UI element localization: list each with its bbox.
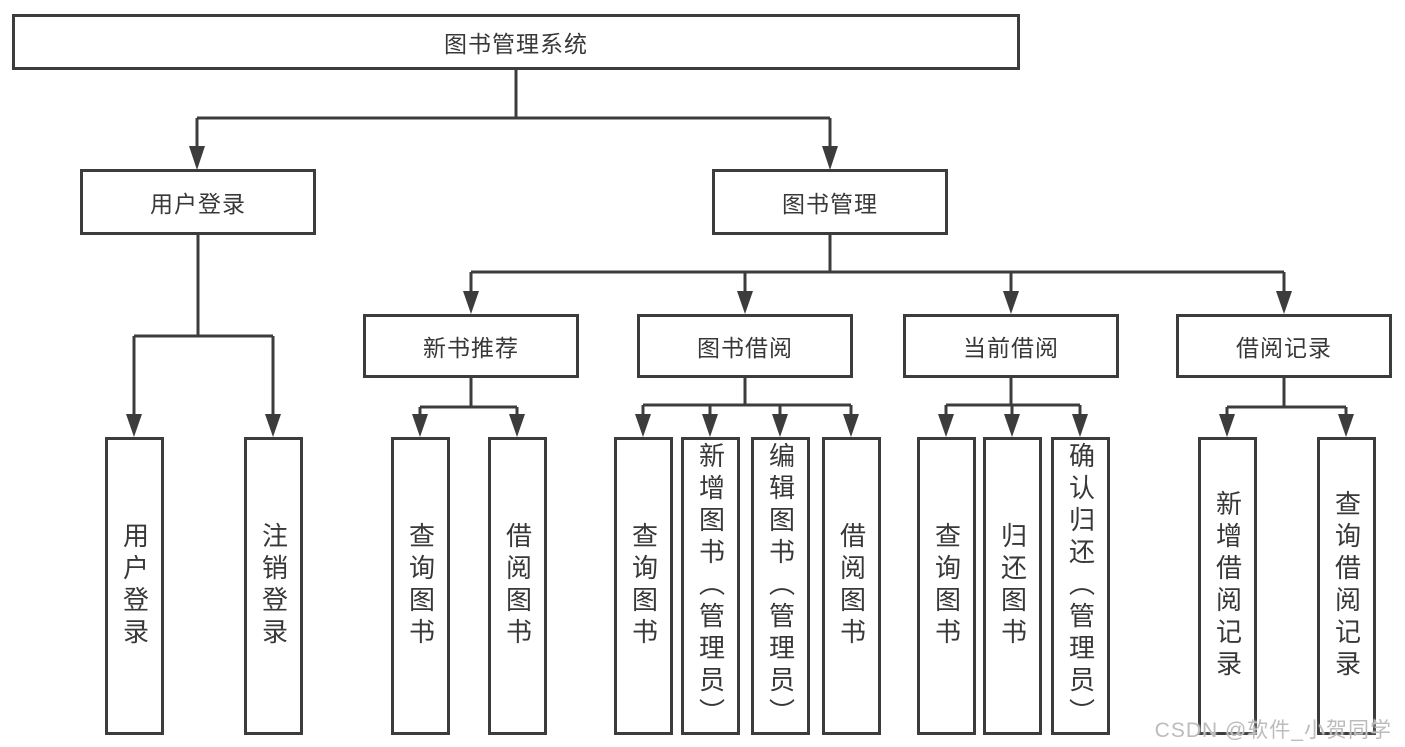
leaf-label: 借阅图书 [836, 522, 867, 650]
leaf-label: 用户登录 [119, 522, 150, 650]
leaf-label: 编辑图书（管理员） [765, 442, 796, 730]
node-label: 图书管理系统 [444, 31, 588, 57]
leaf-label: 确认归还（管理员） [1065, 442, 1096, 730]
leaf-label: 新增图书（管理员） [695, 442, 726, 730]
connector-book-mgmt-to-modules [463, 235, 1292, 314]
leaf-add-borrow-record: 新增借阅记录 [1198, 437, 1257, 735]
leaf-edit-books-admin: 编辑图书（管理员） [751, 437, 810, 735]
leaf-confirm-return-admin: 确认归还（管理员） [1051, 437, 1110, 735]
leaf-logout: 注销登录 [244, 437, 303, 735]
node-label: 用户登录 [150, 191, 246, 217]
leaf-label: 查询借阅记录 [1331, 490, 1362, 682]
leaf-borrow-books-recommend: 借阅图书 [488, 437, 547, 735]
connector-book-borrow-to-leaves [635, 378, 859, 437]
node-label: 新书推荐 [423, 335, 519, 361]
node-book-borrow: 图书借阅 [637, 314, 853, 378]
csdn-watermark: CSDN @软件_小贺同学 [1154, 719, 1392, 742]
node-borrow-records: 借阅记录 [1176, 314, 1392, 378]
leaf-label: 查询图书 [931, 522, 962, 650]
leaf-query-books-current: 查询图书 [917, 437, 976, 735]
leaf-label: 注销登录 [258, 522, 289, 650]
leaf-user-login: 用户登录 [105, 437, 164, 735]
node-label: 图书管理 [782, 191, 878, 217]
node-new-book-recommend: 新书推荐 [363, 314, 579, 378]
node-user-login: 用户登录 [80, 169, 316, 235]
leaf-return-books: 归还图书 [983, 437, 1042, 735]
connector-borrow-records-to-leaves [1219, 378, 1354, 437]
node-system-root: 图书管理系统 [12, 14, 1020, 70]
leaf-add-books-admin: 新增图书（管理员） [681, 437, 740, 735]
node-label: 图书借阅 [697, 335, 793, 361]
leaf-label: 借阅图书 [502, 522, 533, 650]
leaf-label: 归还图书 [997, 522, 1028, 650]
connector-current-borrow-to-leaves [938, 378, 1088, 437]
node-label: 当前借阅 [963, 335, 1059, 361]
node-book-management: 图书管理 [712, 169, 948, 235]
leaf-label: 查询图书 [628, 522, 659, 650]
leaf-label: 查询图书 [405, 522, 436, 650]
node-current-borrow: 当前借阅 [903, 314, 1119, 378]
connector-new-books-to-leaves [412, 378, 525, 437]
leaf-label: 新增借阅记录 [1212, 490, 1243, 682]
leaf-query-books-borrow: 查询图书 [614, 437, 673, 735]
connector-user-login-to-leaves [126, 235, 281, 437]
node-label: 借阅记录 [1236, 335, 1332, 361]
connector-root-to-branches [189, 70, 838, 170]
leaf-query-borrow-record: 查询借阅记录 [1317, 437, 1376, 735]
leaf-borrow-books: 借阅图书 [822, 437, 881, 735]
leaf-query-books-recommend: 查询图书 [391, 437, 450, 735]
